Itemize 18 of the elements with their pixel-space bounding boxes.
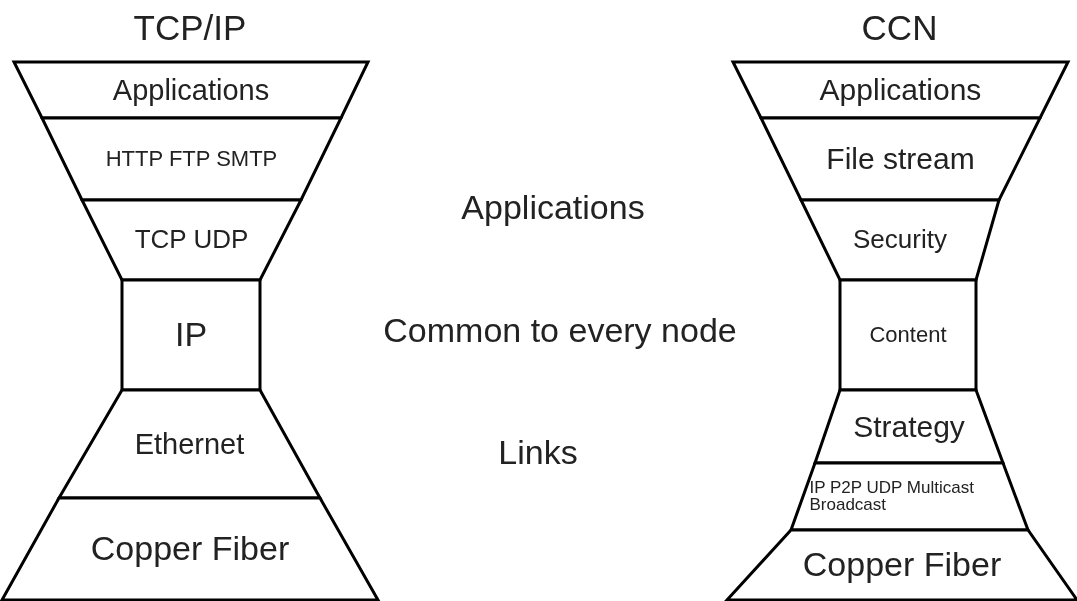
stack-title: CCN	[861, 10, 938, 47]
layer-caption: Common to every node	[383, 310, 737, 350]
layer-caption: Links	[498, 432, 578, 472]
layer-label: Copper Fiber	[90, 531, 290, 567]
layer-label: Strategy	[853, 410, 965, 443]
layer-label: Ethernet	[134, 428, 245, 460]
layer-label: IP	[174, 317, 208, 353]
stack-title: TCP/IP	[133, 10, 247, 47]
layer-label: Copper Fiber	[802, 547, 1002, 583]
layer-label: TCP UDP	[134, 226, 249, 254]
layer-label: HTTP FTP SMTP	[105, 147, 278, 171]
layer-label: Applications	[819, 74, 982, 106]
layer-caption: Applications	[461, 187, 645, 227]
layer-label: File stream	[826, 143, 975, 175]
layer-label: Applications	[112, 74, 270, 106]
layer-label: IP P2P UDP Multicast Broadcast	[809, 478, 975, 515]
layer-label: Security	[853, 226, 947, 254]
layer-label: Content	[869, 323, 947, 347]
